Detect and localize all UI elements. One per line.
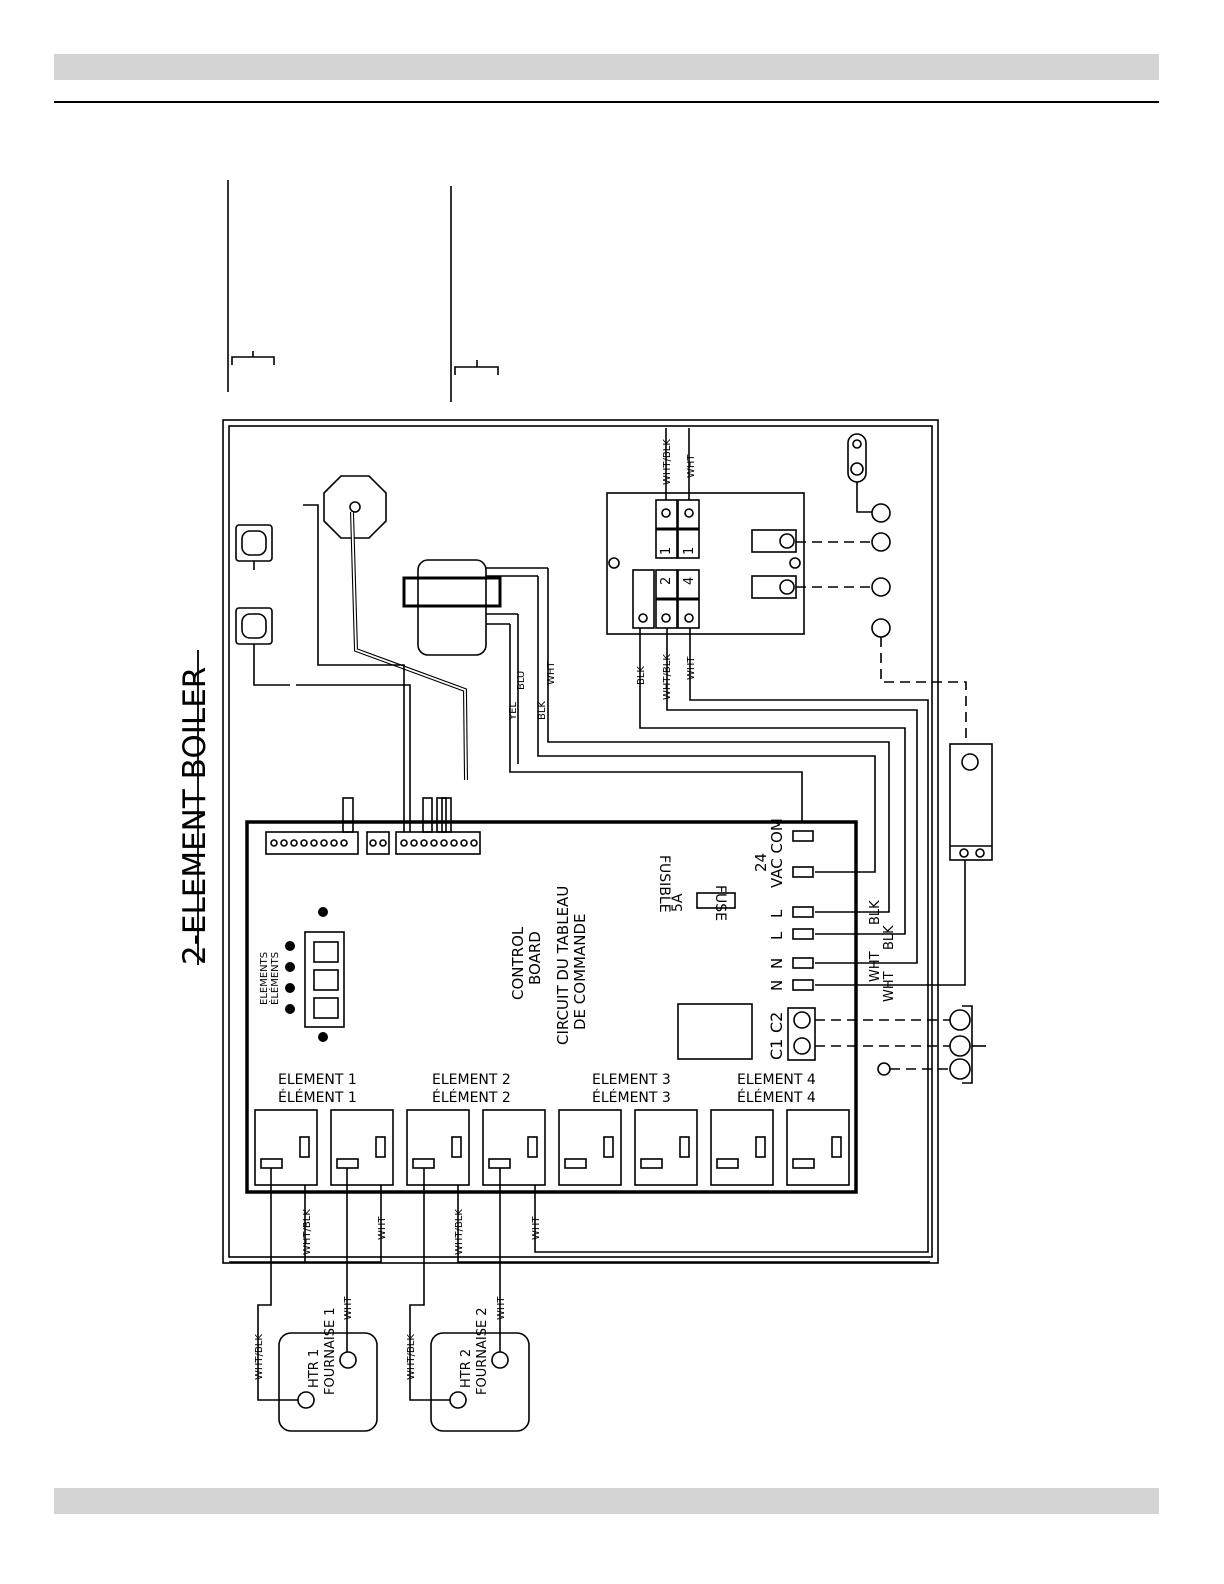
header-rule [54,101,1159,103]
wire-label-blk-l2: BLK [882,925,897,950]
wire-label-blk-l1: BLK [868,900,883,925]
heater-1-label-fr: FOURNAISE 1 [323,1307,338,1395]
tb-position-2: 2 [659,577,674,585]
fuse-label-fr: FUSIBLE [656,855,672,913]
wire-label-yel: YEL [508,702,519,721]
heater-1-label: HTR 1 [307,1349,322,1388]
board-title-en-1: CONTROL [509,926,527,1000]
heater-2-label-fr: FOURNAISE 2 [475,1307,490,1395]
wire-label-wht-blk-top: WHT/BLK [662,439,673,485]
heater-2-label: HTR 2 [459,1349,474,1388]
wire-label-wht-blk-e2: WHT/BLK [454,1209,465,1255]
wire-label-blk: BLK [537,701,548,720]
terminal-n1: N [768,958,786,969]
wire-label-wht-tb: WHT [686,656,697,680]
element-4-label: ELEMENT 4 [737,1072,816,1088]
element-1-label-fr: ÉLÉMENT 1 [278,1089,357,1106]
board-title-fr-1: CIRCUIT DU TABLEAU [554,886,572,1045]
wire-label-wht-n1: WHT [868,951,883,982]
fuse-rating: 5A [670,893,686,912]
wire-label-wht-h2: WHT [496,1296,507,1320]
wire-label-wht: WHT [546,661,557,685]
wire-label-wht-blk-e1: WHT/BLK [302,1209,313,1255]
terminal-l2: L [768,931,786,940]
elements-label-fr: ÉLÉMENTS [268,952,281,1005]
element-3-label: ELEMENT 3 [592,1072,671,1088]
terminal-l1: L [768,909,786,918]
wire-label-wht-n2: WHT [882,971,897,1002]
wire-label-wht-top: WHT [686,454,697,478]
element-3-label-fr: ÉLÉMENT 3 [592,1089,671,1106]
vac-label-top: 24 [752,853,770,872]
element-1-label: ELEMENT 1 [278,1072,357,1088]
header-band [54,54,1159,80]
footer-band [54,1488,1159,1514]
element-2-label-fr: ÉLÉMENT 2 [432,1089,511,1106]
element-2-label: ELEMENT 2 [432,1072,511,1088]
vac-label-bottom: VAC COM [768,818,786,888]
elements-label-en: ELEMENTS [259,952,270,1005]
wire-label-wht-blk-tb: WHT/BLK [662,654,673,700]
wire-label-blk-tb: BLK [636,666,647,685]
wire-label-wht-blk-h2: WHT/BLK [406,1334,417,1380]
terminal-c1: C1 [767,1039,786,1060]
terminal-n2: N [768,980,786,991]
tb-position-1b: 1 [682,547,697,555]
wire-label-wht-e2: WHT [531,1216,542,1240]
led-indicators [285,907,328,1042]
element-4-label-fr: ÉLÉMENT 4 [737,1089,816,1106]
board-title-en-2: BOARD [526,931,544,985]
wire-label-wht-e1: WHT [377,1216,388,1240]
fuse-label: FUSE [712,885,728,921]
wire-label-wht-h1: WHT [343,1296,354,1320]
wire-label-blu: BLU [516,671,527,690]
tb-position-1a: 1 [659,547,674,555]
tb-position-4: 4 [682,577,697,585]
board-title-fr-2: DE COMMANDE [571,914,589,1030]
wire-label-wht-blk-h1: WHT/BLK [254,1334,265,1380]
terminal-c2: C2 [767,1012,786,1033]
diagram-title: 2-ELEMENT BOILER [177,667,213,965]
